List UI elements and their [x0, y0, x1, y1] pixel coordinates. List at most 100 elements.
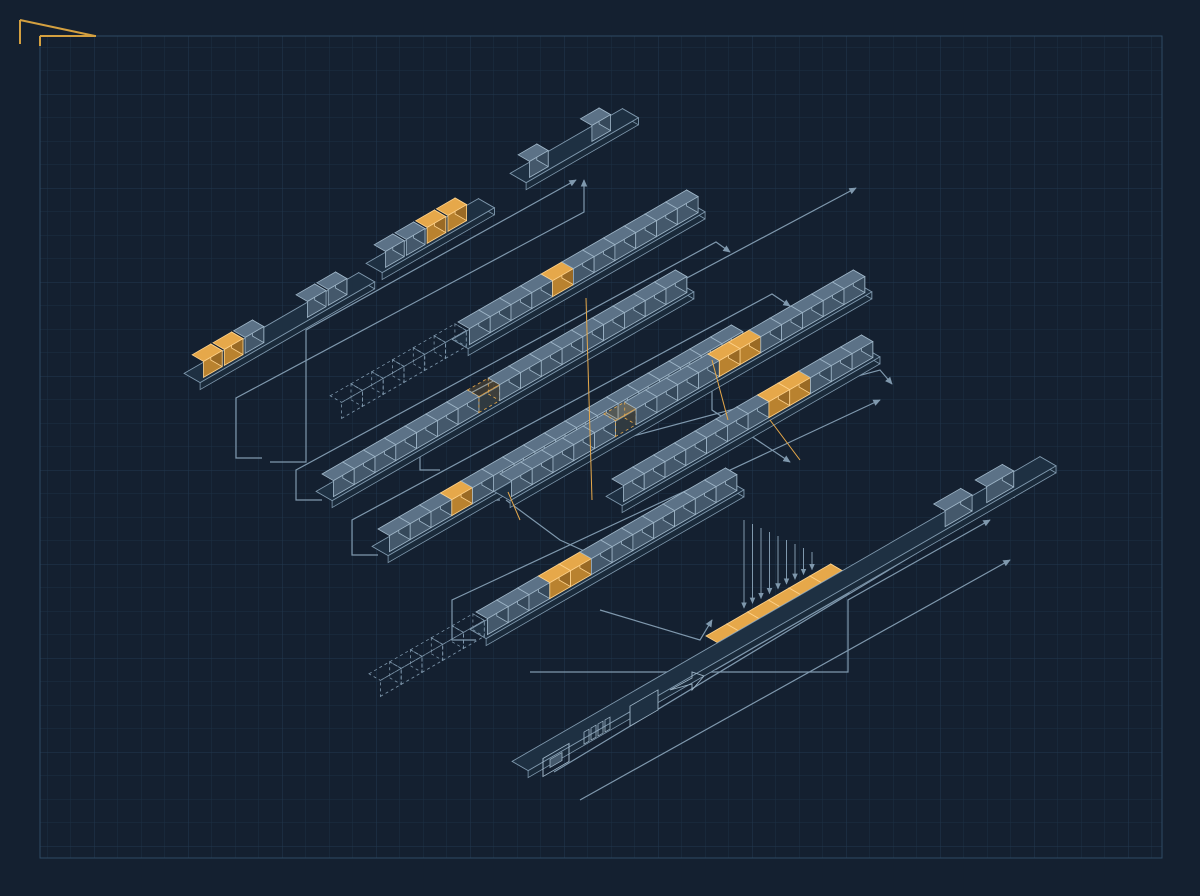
strip-2-module — [633, 281, 667, 318]
register-file-icon — [583, 716, 611, 745]
strip-4-module — [748, 317, 783, 354]
rack-middle — [365, 197, 496, 281]
corner-bracket-top-left — [19, 19, 96, 46]
strip-3-module — [439, 480, 474, 517]
strip-1 — [329, 189, 706, 420]
strip-6-module — [818, 346, 853, 383]
route-line — [295, 241, 731, 501]
accent-link-line — [585, 297, 593, 501]
output-bus-module — [974, 463, 1015, 504]
overlay-layer — [507, 297, 801, 778]
flow-arrow-icon — [669, 671, 705, 692]
blocks-layer — [183, 107, 1057, 779]
strip-2-module — [383, 425, 418, 462]
corner-brackets — [19, 19, 96, 46]
strip-1-module — [581, 237, 616, 274]
strip-5-module — [682, 479, 717, 516]
rack-top — [509, 107, 640, 191]
strip-5-module — [537, 563, 572, 600]
accent-link-line — [711, 359, 729, 421]
strip-5-module — [516, 575, 551, 612]
rack-middle-module — [435, 197, 468, 233]
strip-6-module — [735, 394, 770, 431]
strip-4-module — [520, 449, 554, 486]
strip-2-module — [508, 353, 543, 390]
route-line — [579, 559, 1011, 801]
strip-2-module — [591, 305, 626, 342]
rack-middle-module — [414, 209, 447, 245]
strip-6-module — [839, 334, 874, 371]
strip-6-module — [611, 466, 645, 503]
route-line — [235, 179, 588, 459]
strip-4-module — [831, 269, 866, 306]
strip-3-module — [418, 492, 453, 529]
strip-1-dashed-slot — [370, 359, 405, 396]
strip-6-module — [673, 430, 708, 467]
strip-3-module — [377, 516, 411, 553]
strip-2 — [315, 269, 695, 509]
strip-2-module — [404, 413, 439, 450]
strip-6-module — [715, 406, 749, 443]
strip-5-dashed-slot — [368, 661, 403, 698]
strip-5-module — [662, 491, 697, 528]
mux-icon — [629, 689, 659, 727]
strip-1-module — [540, 261, 575, 298]
strip-2-module — [653, 269, 688, 306]
strip-5-module — [579, 539, 613, 576]
strip-6-module — [777, 370, 812, 407]
strip-1-dashed-slot — [391, 347, 426, 384]
rack-top-module — [517, 143, 549, 179]
strip-1-module — [644, 201, 679, 238]
strip-5-module — [558, 551, 593, 588]
strip-1-dashed-slot — [350, 371, 385, 408]
rack-top-module — [579, 107, 612, 143]
route-line — [270, 179, 577, 463]
rack-bottom-module — [316, 271, 348, 307]
route-line — [451, 399, 881, 641]
accent-link-line — [507, 491, 521, 521]
rack-bottom-module — [191, 343, 223, 379]
strip-2-module — [570, 317, 605, 354]
strip-2-module — [425, 401, 459, 438]
strip-1-module — [561, 249, 595, 286]
accent-link-line — [769, 419, 801, 461]
strip-6-module — [756, 382, 791, 419]
strip-5-dashed-slot — [409, 637, 444, 674]
strip-5-dashed-slot — [451, 613, 486, 650]
strip-5-dashed-slot — [430, 625, 465, 662]
strip-1-dashed-slot — [329, 383, 364, 420]
strip-5-module — [703, 467, 738, 504]
output-bus-platform — [511, 455, 1057, 779]
strip-1-module — [664, 189, 699, 226]
route-line — [599, 609, 713, 641]
strip-6 — [605, 334, 881, 514]
strip-5-module — [641, 503, 676, 540]
rack-bottom-module — [212, 331, 244, 367]
rack-bottom — [183, 271, 376, 391]
strip-4-module — [727, 329, 762, 366]
strip-2-module — [342, 449, 376, 486]
strip-5-dashed-slot — [388, 649, 423, 686]
strip-5 — [368, 467, 745, 698]
output-bus-tray — [511, 455, 1057, 779]
chip-icon — [542, 742, 570, 778]
output-bus-module — [932, 487, 973, 528]
strip-1-dashed-slot — [433, 323, 468, 360]
strip-4-module — [561, 425, 596, 462]
route-line — [351, 293, 791, 556]
strip-2-module — [362, 437, 397, 474]
rack-middle-module — [373, 233, 405, 269]
strip-6-module — [652, 442, 687, 479]
rack-middle-module — [394, 221, 426, 257]
strip-4-module — [499, 461, 533, 498]
strip-2-module — [612, 293, 646, 330]
rack-bottom-module — [232, 319, 265, 355]
strip-1-module — [623, 213, 658, 250]
strip-4-module — [665, 365, 700, 402]
strip-2-module — [487, 365, 522, 402]
strip-2-module — [321, 461, 355, 498]
strip-4 — [493, 269, 873, 509]
strip-4-module — [706, 341, 741, 378]
